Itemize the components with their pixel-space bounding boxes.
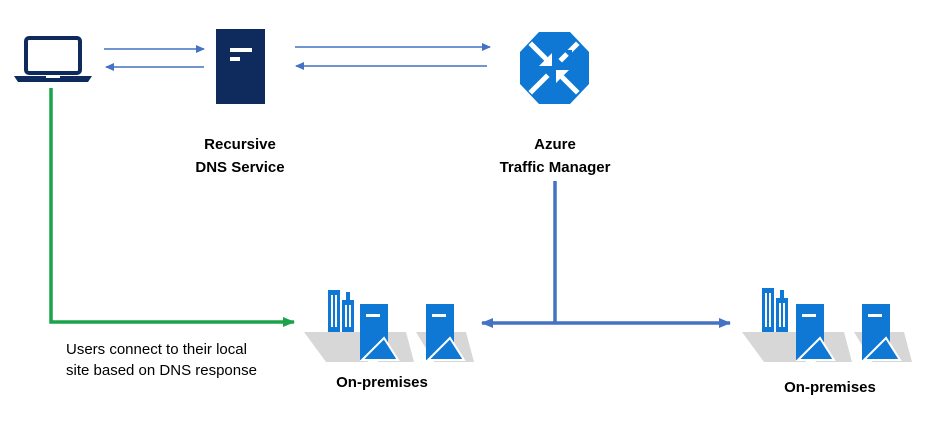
on-premises-datacenter-icon [742,288,912,362]
traffic-manager-label-line2: Traffic Manager [499,159,611,176]
user-connection-path [49,88,295,327]
dns-label-line2: DNS Service [195,159,285,176]
user-connect-line2: site based on DNS response [66,362,257,379]
user-connect-line1: Users connect to their local [66,341,247,358]
on-premises-right-label: On-premises [784,379,876,396]
server-icon [216,29,265,104]
on-premises-datacenter-icon [304,290,474,362]
dns-service-label: Recursive DNS Service [170,133,310,179]
on-premises-left-label: On-premises [336,374,428,391]
traffic-manager-icon [520,32,589,104]
laptop-icon [14,36,92,82]
user-connect-annotation: Users connect to their local site based … [66,339,296,381]
traffic-manager-label-line1: Azure [534,136,576,153]
dns-label-line1: Recursive [204,136,276,153]
traffic-manager-label: Azure Traffic Manager [470,133,640,179]
